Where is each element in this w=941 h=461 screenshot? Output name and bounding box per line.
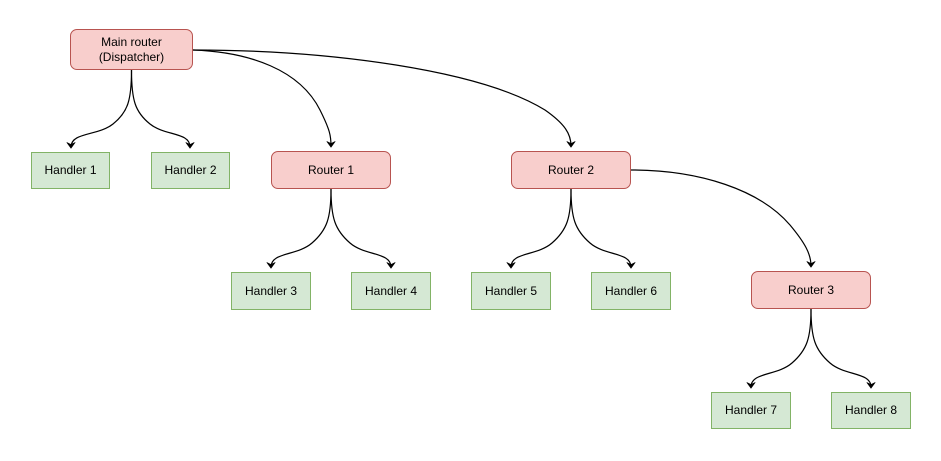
node-label-router-3: Router 3 — [787, 282, 835, 297]
node-label-handler-4: Handler 4 — [364, 283, 418, 298]
node-handler-3[interactable]: Handler 3 — [231, 272, 311, 310]
node-label-handler-2: Handler 2 — [164, 163, 217, 177]
node-handler-7[interactable]: Handler 7 — [711, 392, 791, 429]
node-label-handler-7: Handler 7 — [724, 403, 778, 417]
edge-router-2-to-handler-6 — [570, 188, 636, 269]
node-label-handler-6: Handler 6 — [604, 283, 658, 298]
edge-router-3-to-handler-8 — [810, 308, 876, 389]
edge-main-to-router-1 — [192, 49, 336, 148]
edge-router-2-to-handler-5 — [506, 188, 572, 269]
node-handler-6[interactable]: Handler 6 — [591, 272, 671, 310]
node-label-handler-1: Handler 1 — [44, 163, 97, 177]
node-handler-8[interactable]: Handler 8 — [831, 392, 911, 429]
node-router-2[interactable]: Router 2 — [511, 151, 631, 189]
edge-main-to-handler-2 — [130, 69, 195, 149]
edge-main-to-handler-1 — [66, 69, 133, 149]
node-label-handler-5: Handler 5 — [484, 283, 538, 298]
node-handler-1[interactable]: Handler 1 — [31, 152, 110, 189]
node-main-router[interactable]: Main router (Dispatcher) — [70, 29, 193, 70]
node-handler-4[interactable]: Handler 4 — [351, 272, 431, 310]
edge-group — [66, 49, 876, 389]
node-router-3[interactable]: Router 3 — [751, 271, 871, 309]
node-router-1[interactable]: Router 1 — [271, 151, 391, 189]
node-label-router-2: Router 2 — [547, 162, 595, 177]
node-label-handler-8: Handler 8 — [844, 403, 898, 417]
node-handler-2[interactable]: Handler 2 — [151, 152, 230, 189]
edge-main-to-router-2 — [192, 49, 576, 148]
edge-router-3-to-handler-7 — [746, 308, 812, 389]
node-label-main-router: Main router (Dispatcher) — [98, 34, 165, 64]
node-handler-5[interactable]: Handler 5 — [471, 272, 551, 310]
node-label-router-1: Router 1 — [307, 162, 355, 177]
node-label-handler-3: Handler 3 — [244, 283, 298, 298]
edge-router-1-to-handler-4 — [330, 188, 396, 269]
edge-router-2-to-router-3 — [630, 169, 816, 268]
edge-router-1-to-handler-3 — [266, 188, 332, 269]
